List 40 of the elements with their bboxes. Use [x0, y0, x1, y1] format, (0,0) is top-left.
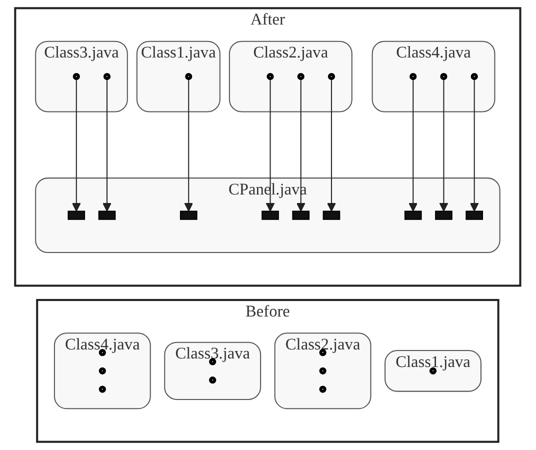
node-box: [466, 210, 484, 220]
cluster: Class3.java: [35, 40, 128, 112]
cluster: Class1.java: [384, 350, 482, 392]
node-circle: [99, 386, 106, 393]
node-circle: [440, 72, 448, 80]
node-box: [68, 210, 86, 220]
node-circle: [298, 72, 305, 80]
cluster: Class3.java: [164, 342, 262, 400]
cluster: Class2.java: [229, 40, 353, 112]
node-box: [292, 210, 310, 220]
node-circle: [471, 72, 478, 80]
node-circle: [266, 72, 274, 80]
cluster: Class2.java: [274, 332, 372, 410]
arrow: [440, 78, 448, 212]
node-circle: [410, 72, 417, 80]
node-box: [435, 210, 453, 220]
node-circle: [320, 367, 327, 374]
node-circle: [99, 367, 106, 374]
node-circle: [328, 72, 336, 80]
node-circle: [185, 72, 192, 80]
node-circle: [104, 72, 111, 80]
arrow: [296, 78, 306, 212]
cluster: Class1.java: [136, 40, 221, 112]
arrow: [266, 78, 276, 212]
arrow: [72, 78, 82, 212]
cluster: Class4.java: [372, 40, 496, 112]
node-box: [262, 210, 280, 220]
arrow: [408, 78, 418, 212]
cluster: Class4.java: [54, 332, 152, 410]
node-circle: [320, 386, 327, 393]
arrow: [102, 78, 112, 212]
node-box: [180, 210, 198, 220]
arrow: [470, 78, 480, 212]
node-circle: [73, 72, 80, 80]
node-box: [98, 210, 116, 220]
node-box: [323, 210, 340, 220]
node-box: [404, 210, 422, 220]
arrow: [184, 78, 194, 212]
arrow: [327, 78, 336, 212]
node-circle: [209, 376, 216, 384]
